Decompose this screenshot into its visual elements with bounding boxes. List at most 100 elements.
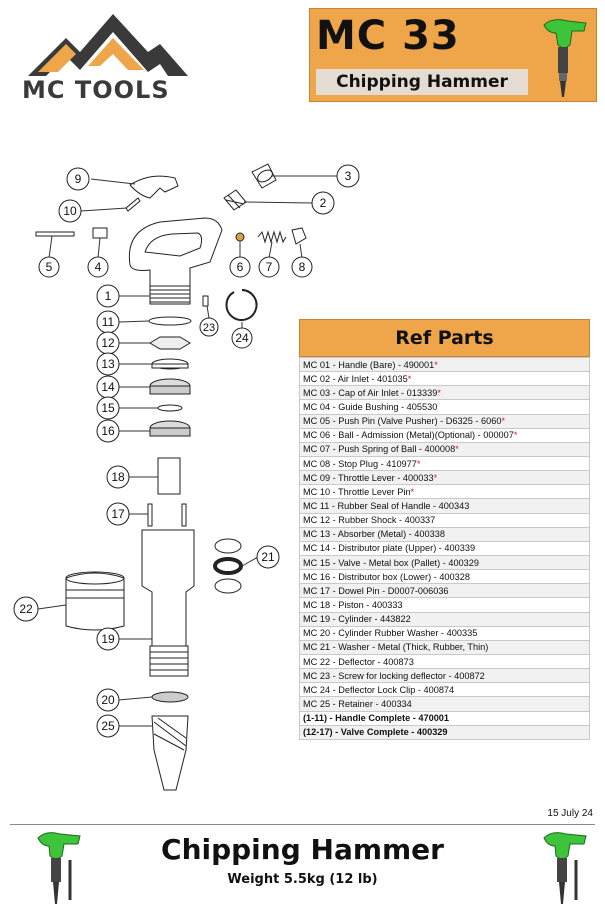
table-row: MC 23 - Screw for locking deflector - 40… bbox=[299, 668, 590, 684]
chipping-hammer-icon bbox=[543, 19, 587, 97]
ball-part bbox=[235, 232, 245, 242]
callout-17: 17 bbox=[111, 507, 125, 521]
part-cell: MC 10 - Throttle Lever Pin* bbox=[299, 484, 590, 500]
callout-11: 11 bbox=[102, 315, 115, 329]
part-text: MC 01 - Handle (Bare) - 490001 bbox=[303, 359, 435, 370]
retainer-part bbox=[151, 715, 189, 791]
part-cell: MC 14 - Distributor plate (Upper) - 4003… bbox=[299, 540, 590, 556]
table-row: MC 17 - Dowel Pin - D0007-006036 bbox=[299, 583, 590, 599]
footer-divider bbox=[10, 824, 595, 825]
table-row: MC 25 - Retainer - 400334 bbox=[299, 696, 590, 712]
push-pin-part bbox=[35, 231, 75, 237]
table-row: MC 04 - Guide Bushing - 405530 bbox=[299, 399, 590, 415]
table-row: MC 08 - Stop Plug - 410977* bbox=[299, 455, 590, 472]
part-text: MC 24 - Deflector Lock Clip - 400874 bbox=[303, 684, 455, 695]
callout-6: 6 bbox=[237, 260, 244, 274]
mc-tools-logo bbox=[28, 14, 188, 76]
red-star-mark: * bbox=[407, 373, 412, 384]
part-text: MC 16 - Distributor box (Lower) - 400328 bbox=[303, 571, 470, 582]
callout-2: 2 bbox=[320, 196, 327, 210]
chipping-hammer-icon bbox=[543, 832, 587, 904]
part-cell: MC 19 - Cylinder - 443822 bbox=[299, 611, 590, 627]
part-cell: MC 24 - Deflector Lock Clip - 400874 bbox=[299, 682, 590, 698]
part-text: MC 17 - Dowel Pin - D0007-006036 bbox=[303, 585, 449, 596]
callout-16: 16 bbox=[101, 424, 115, 438]
washer-part bbox=[214, 538, 242, 554]
part-text: MC 05 - Push Pin (Valve Pusher) - D6325 … bbox=[303, 416, 502, 427]
part-cell: MC 07 - Push Spring of Ball - 400008* bbox=[299, 441, 590, 457]
part-cell: MC 20 - Cylinder Rubber Washer - 400335 bbox=[299, 625, 590, 641]
stop-plug-part bbox=[291, 227, 307, 245]
callout-23: 23 bbox=[203, 322, 215, 334]
part-cell: MC 06 - Ball - Admission (Metal)(Optiona… bbox=[299, 427, 590, 443]
part-text: MC 20 - Cylinder Rubber Washer - 400335 bbox=[303, 628, 478, 639]
footer-weight: Weight 5.5kg (12 lb) bbox=[227, 872, 378, 887]
model-title: MC 33 bbox=[316, 13, 460, 59]
table-row: MC 14 - Distributor plate (Upper) - 4003… bbox=[299, 540, 590, 556]
part-cell: MC 03 - Cap of Air Inlet - 013339* bbox=[299, 385, 590, 401]
red-star-mark: * bbox=[513, 430, 518, 441]
callout-18: 18 bbox=[111, 470, 125, 484]
red-star-mark: * bbox=[433, 472, 438, 483]
table-row: MC 03 - Cap of Air Inlet - 013339* bbox=[299, 385, 590, 401]
part-text: MC 18 - Piston - 400333 bbox=[303, 599, 403, 610]
valve-part bbox=[157, 404, 183, 412]
part-cell: (12-17) - Valve Complete - 400329 bbox=[299, 724, 590, 740]
callout-14: 14 bbox=[101, 380, 115, 394]
callout-10: 10 bbox=[63, 204, 77, 218]
part-text: MC 11 - Rubber Seal of Handle - 400343 bbox=[303, 500, 470, 511]
deflector-part bbox=[65, 572, 125, 631]
ref-parts-table: Ref Parts MC 01 - Handle (Bare) - 490001… bbox=[299, 319, 590, 740]
table-row: MC 02 - Air Inlet - 401035* bbox=[299, 371, 590, 387]
table-row: MC 15 - Valve - Metal box (Pallet) - 400… bbox=[299, 554, 590, 571]
table-row: MC 18 - Piston - 400333 bbox=[299, 597, 590, 613]
callout-4: 4 bbox=[95, 260, 102, 274]
guide-bushing-part bbox=[92, 227, 108, 239]
table-row: MC 13 - Absorber (Metal) - 400338 bbox=[299, 526, 590, 542]
table-row: MC 20 - Cylinder Rubber Washer - 400335 bbox=[299, 625, 590, 641]
part-cell: MC 09 - Throttle Lever - 400033* bbox=[299, 470, 590, 486]
part-text: MC 03 - Cap of Air Inlet - 013339 bbox=[303, 387, 438, 398]
part-cell: MC 21 - Washer - Metal (Thick, Rubber, T… bbox=[299, 639, 590, 655]
red-star-mark: * bbox=[434, 359, 438, 370]
part-text: MC 08 - Stop Plug - 410977 bbox=[303, 458, 417, 469]
table-row: MC 11 - Rubber Seal of Handle - 400343 bbox=[299, 498, 590, 514]
rubber-seal-part bbox=[148, 316, 192, 326]
lever-pin-part bbox=[125, 197, 141, 212]
table-row: MC 09 - Throttle Lever - 400033* bbox=[299, 470, 590, 486]
callout-5: 5 bbox=[46, 260, 53, 274]
red-star-mark: * bbox=[437, 387, 441, 398]
part-text: MC 07 - Push Spring of Ball - 400008 bbox=[303, 444, 456, 455]
part-text: MC 21 - Washer - Metal (Thick, Rubber, T… bbox=[303, 642, 489, 653]
parts-list: MC 01 - Handle (Bare) - 490001*MC 02 - A… bbox=[299, 356, 590, 740]
part-cell: MC 17 - Dowel Pin - D0007-006036 bbox=[299, 583, 590, 599]
table-row: MC 21 - Washer - Metal (Thick, Rubber, T… bbox=[299, 639, 590, 655]
callout-25: 25 bbox=[101, 719, 115, 733]
part-text: MC 13 - Absorber (Metal) - 400338 bbox=[303, 529, 445, 540]
red-star-mark: * bbox=[416, 458, 421, 469]
part-cell: MC 16 - Distributor box (Lower) - 400328 bbox=[299, 569, 590, 585]
ref-parts-title: Ref Parts bbox=[299, 319, 590, 357]
part-text: MC 14 - Distributor plate (Upper) - 4003… bbox=[303, 543, 476, 554]
screw-part bbox=[202, 295, 209, 307]
part-cell: MC 13 - Absorber (Metal) - 400338 bbox=[299, 526, 590, 542]
throttle-lever-part bbox=[129, 175, 179, 199]
callout-22: 22 bbox=[19, 602, 33, 616]
piston-part bbox=[157, 457, 181, 495]
part-text: MC 25 - Retainer - 400334 bbox=[303, 698, 412, 709]
header-box: MC 33 Chipping Hammer bbox=[309, 8, 597, 102]
part-text: MC 19 - Cylinder - 443822 bbox=[303, 614, 411, 625]
table-row: MC 12 - Rubber Shock - 400337 bbox=[299, 512, 590, 528]
callout-1: 1 bbox=[105, 289, 112, 303]
red-star-mark: * bbox=[501, 416, 506, 427]
part-cell: MC 11 - Rubber Seal of Handle - 400343 bbox=[299, 498, 590, 514]
rubber-shock-part bbox=[149, 336, 191, 350]
callout-15: 15 bbox=[101, 401, 115, 415]
part-text: MC 22 - Deflector - 400873 bbox=[303, 656, 414, 667]
red-star-mark: * bbox=[455, 444, 459, 455]
table-row: (12-17) - Valve Complete - 400329 bbox=[299, 724, 590, 740]
callout-7: 7 bbox=[266, 260, 273, 274]
table-row: (1-11) - Handle Complete - 470001 bbox=[299, 710, 590, 726]
part-cell: MC 18 - Piston - 400333 bbox=[299, 597, 590, 613]
handle-part bbox=[128, 217, 223, 289]
